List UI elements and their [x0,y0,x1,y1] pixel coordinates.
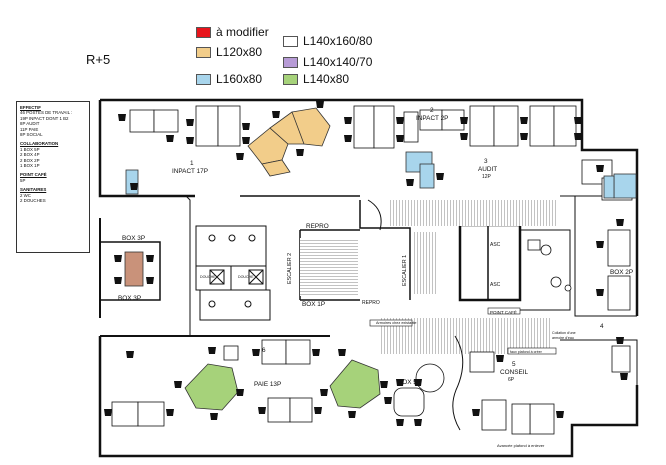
stair-2-hatch [300,238,358,296]
collab-title: COLLABORATION [20,141,59,147]
right-desks [469,229,631,435]
room-name: BOX 5P [398,379,421,386]
effectif-line: 8P SOCIAL [20,132,43,138]
legend-l160x80: L160x80 [196,72,262,86]
collab-line: 1 BOX 1P [20,163,40,169]
room-name: INPACT 2P [416,115,448,122]
cafe-title: POINT CAFÉ [20,172,47,178]
inpact-desks [129,105,633,201]
room-number: 1 [190,160,194,167]
green-desk-clusters [184,359,381,411]
stair-label: ESCALIER 1 [402,255,408,286]
elevator-label: ASC [490,242,501,248]
legend-l140x80: L140x80 [283,72,349,86]
legend-label: L160x80 [216,72,263,86]
legend-swatch-red [196,26,211,38]
floor-label: R+5 [86,52,111,67]
room-name: INPACT 17P [172,168,208,175]
legend-l140x140-70: L140x140/70 [283,55,372,69]
box3p-table [124,251,144,287]
note: Armoires chez existante [376,321,417,325]
legend-a-modifier: à modifier [196,25,269,39]
room-name: CONSEIL [500,369,529,376]
room-name: BOX 3P [122,235,145,242]
room-number: 2 [430,107,434,114]
small-annotations [369,307,557,355]
legend-swatch-blue [196,73,211,85]
stair-1-hatch [412,232,436,294]
shower-label: DOUCHE [238,275,254,279]
legend-swatch-orange [196,46,211,58]
legend-swatch-green [283,73,298,85]
legend-label: à modifier [216,25,269,39]
paie-desks [111,339,313,427]
room-labels: 1 INPACT 17P 2 INPACT 2P 3 AUDIT 12P BOX… [118,107,633,448]
orange-desk-cluster [247,107,331,177]
room-name: BOX 1P [302,301,325,308]
note: armoire d'eau [552,336,574,340]
room-name: REPRO [362,300,380,306]
sanitary-block [195,225,271,321]
legend-label: L120x80 [216,45,263,59]
note: Avancée plafond à enlever [497,443,545,448]
shower-label: DOUCHE [200,275,216,279]
legend-label: L140x140/70 [303,55,373,69]
room-sub: 12P [482,174,492,180]
collab-line: 1 BOX 5P [20,146,40,152]
conseil-curved-wall [452,335,464,431]
effectif-line: 8P AUDIT [20,121,40,127]
blue-desks [125,151,637,199]
box5p-table [393,363,445,417]
room-name: AUDIT [478,166,497,173]
effectif-line: 19P INPACT DONT 1 B2 [20,115,69,121]
note: Collation d'une [552,331,576,335]
collab-line: 2 BOX 4P [20,152,40,158]
room-number: 3 [484,158,488,165]
room-number: 4 [600,323,604,330]
stair-label: ESCALIER 2 [287,253,293,284]
effectif-title: EFFECTIF [20,105,41,110]
legend-label: L140x160/80 [303,34,373,48]
elevator-label: ASC [490,282,501,288]
effectif-line: 46 POSTES DE TRAVAIL : [20,110,73,116]
legend-label: L140x80 [303,72,350,86]
legend-l120x80: L120x80 [196,45,262,59]
room-name: BOX 3P [118,295,141,302]
coffee-label: POINT CAFÉ [490,309,517,315]
outer-walls [98,98,639,458]
room-name: PAIE 13P [254,381,281,388]
legend-l140x160-80: L140x160/80 [283,34,372,48]
inpact-curved-wall [367,199,382,231]
room-number: 6 [262,347,266,354]
sanitaires-title: SANITAIRES [20,187,47,193]
sanitaires-line: 2 DOUCHES [20,198,46,204]
right-sanitary [527,239,572,292]
room-number: 5 [512,361,516,368]
corridor-hatch-top [388,200,558,226]
room-name: REPRO [306,223,329,230]
legend-swatch-purple [283,56,298,68]
collab-line: 2 BOX 2P [20,157,40,163]
room-name: BOX 2P [610,269,633,276]
legend-swatch-white [283,35,298,47]
room-sub: 6P [508,377,515,383]
staffing-info-box: EFFECTIF 46 POSTES DE TRAVAIL : 19P INPA… [16,101,90,253]
cafe-line: 5P [20,177,26,183]
effectif-line: 11P PAIE [20,126,39,132]
sanitaires-line: 2 WC [20,192,31,198]
note: faux plafond à créer [510,350,543,354]
